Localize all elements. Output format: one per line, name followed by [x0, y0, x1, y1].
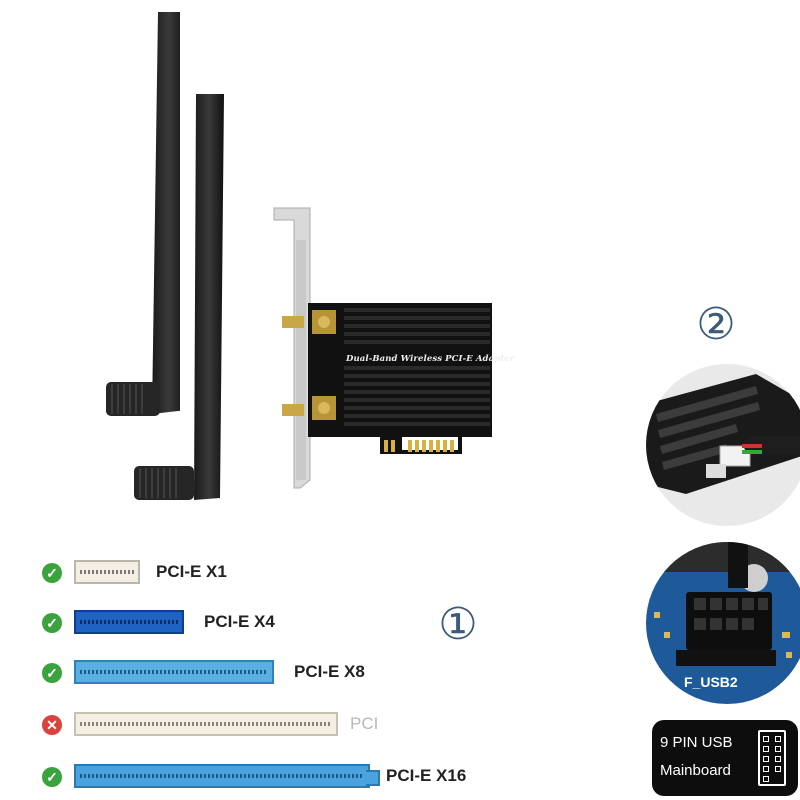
usb-header-photo: F_USB2: [646, 542, 800, 704]
slot-label: PCI-E X16: [386, 766, 467, 785]
pci-slot-graphic: [74, 712, 338, 736]
step-one-number: ①: [438, 599, 478, 650]
usb-badge-line2: Mainboard: [660, 762, 731, 779]
step-two-number: ②: [696, 299, 736, 350]
slot-row-pcie-x16: ✓ PCI-E X16: [42, 762, 482, 792]
usb-badge-line1: 9 PIN USB: [660, 734, 733, 751]
slot-row-pcie-x1: ✓ PCI-E X1: [42, 558, 342, 588]
slot-row-pcie-x4: ✓ PCI-E X4: [42, 608, 362, 638]
pcie-x1-slot-graphic: [74, 560, 140, 584]
pcie-x16-slot-graphic: [74, 764, 380, 788]
slot-label: PCI-E X8: [294, 662, 365, 681]
check-circle-icon: ✓: [42, 613, 62, 633]
antenna-right: [128, 92, 228, 504]
card-print-text: Dual-Band Wireless PCI-E Adapter: [346, 354, 515, 364]
usb-header-badge: 9 PIN USB Mainboard: [652, 720, 798, 796]
pcie-x8-slot-graphic: [74, 660, 274, 684]
check-circle-icon: ✓: [42, 663, 62, 683]
cross-circle-icon: ✕: [42, 715, 62, 735]
usb-header-board-print: F_USB2: [684, 674, 738, 690]
check-circle-icon: ✓: [42, 563, 62, 583]
slot-label: PCI-E X1: [156, 562, 227, 581]
slot-label: PCI: [350, 714, 379, 733]
antenna-left: [100, 10, 180, 420]
usb-pinout-icon: [758, 730, 786, 786]
slot-label: PCI-E X4: [204, 612, 275, 631]
usb-cable-photo: [646, 364, 800, 526]
pcie-x4-slot-graphic: [74, 610, 184, 634]
slot-row-pci: ✕ PCI: [42, 710, 402, 740]
check-circle-icon: ✓: [42, 767, 62, 787]
wifi-card: Dual-Band Wireless PCI-E Adapter: [272, 200, 515, 490]
slot-row-pcie-x8: ✓ PCI-E X8: [42, 658, 402, 688]
